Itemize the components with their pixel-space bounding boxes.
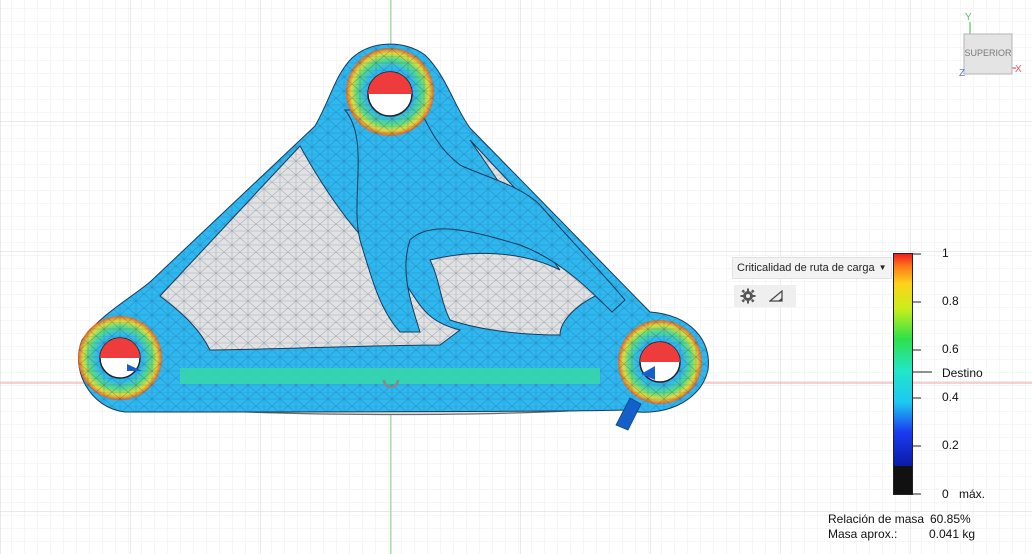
pin-hole-right [639,341,681,383]
mass-approx-value: 0.041 kg [929,527,976,541]
axis-label-x: X [1015,64,1022,75]
legend-max-label: máx. [959,487,986,501]
axis-label-y: Y [965,12,972,23]
legend-color-bar [893,253,932,495]
legend-tick-0-2: 0.2 [942,438,959,452]
triangle-ruler-icon[interactable] [762,285,790,307]
view-cube-face[interactable] [963,33,1013,75]
load-arrow-icon[interactable] [615,397,642,431]
legend-target-label: Destino [942,366,983,380]
legend-tools [734,285,796,307]
origin-marker-icon [382,379,400,389]
mass-approx-row: Masa aprox.: 0.041 kg [828,527,975,541]
mass-approx-label: Masa aprox.: [828,527,898,541]
legend-tick-0-8: 0.8 [942,294,959,308]
legend-tick-0-4: 0.4 [942,390,959,404]
mass-ratio-row: Relación de masa 60.85% [828,512,971,526]
legend-tick-0: 0 [942,487,949,501]
view-cube-face-label: SUPERIOR [964,48,1012,58]
view-cube[interactable]: SUPERIOR Y X Z [958,12,1028,82]
mass-ratio-value: 60.85% [930,512,971,526]
chevron-down-icon: ▼ [878,263,887,272]
result-type-dropdown[interactable]: Criticalidad de ruta de carga ▼ [732,257,892,279]
result-type-label: Criticalidad de ruta de carga [737,262,875,274]
mass-ratio-label: Relación de masa [828,512,925,526]
pin-hole-top [367,71,413,117]
pin-hole-left [99,337,142,379]
gear-icon[interactable] [734,285,762,307]
legend-tick-1: 1 [942,246,949,260]
legend-tick-0-6: 0.6 [942,342,959,356]
axis-label-z: Z [959,68,966,79]
